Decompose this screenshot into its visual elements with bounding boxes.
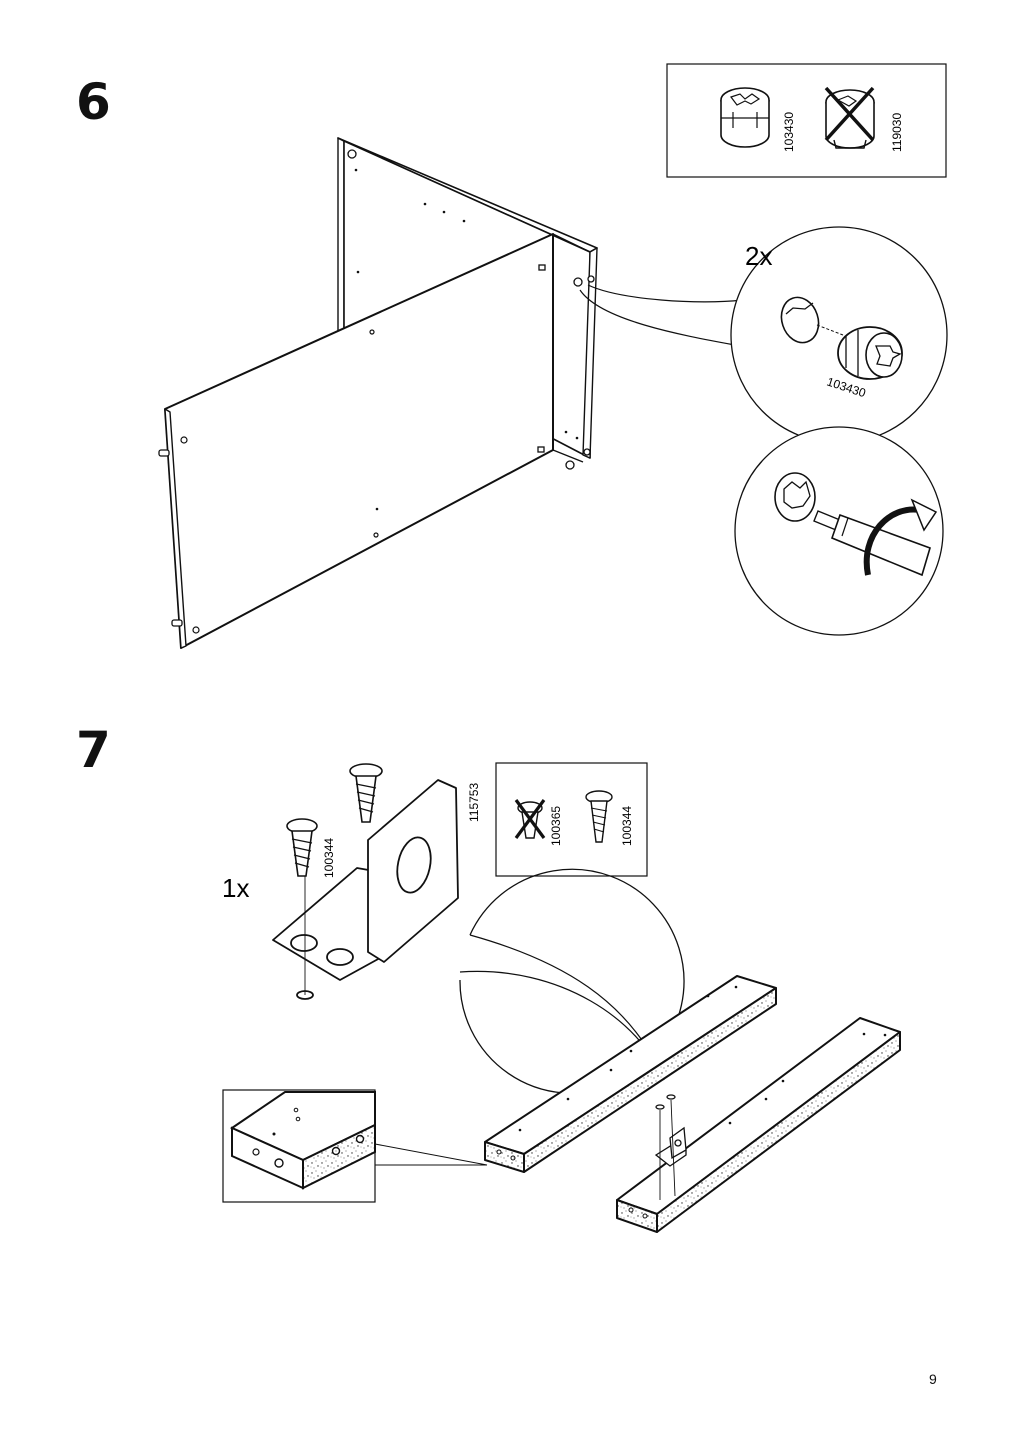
cam-lock-nut-icon (720, 87, 770, 148)
cam-lock-nut-crossed-icon (824, 86, 875, 149)
page-number: 9 (929, 1371, 937, 1387)
part-100344-label: 100344 (620, 806, 634, 846)
screwdriver-turn-icon (774, 472, 938, 577)
step-7-part-box: 100365 100344 (495, 762, 648, 877)
step-6-detail-cam-insert: 2x 103430 (730, 226, 948, 444)
step-6-callout-line (579, 284, 743, 346)
step-6-detail-screwdriver (734, 426, 944, 636)
step-6-quantity: 2x (745, 241, 772, 271)
step-6-part-box: 103430 119030 (666, 63, 947, 178)
screw-crossed-icon (514, 799, 546, 839)
step-7-small-bracket (654, 1094, 687, 1200)
step-7-screw-part-no: 100344 (322, 838, 336, 878)
step-7-beam-end-callout (374, 1143, 488, 1166)
part-100365-label: 100365 (549, 806, 563, 846)
part-119030-label: 119030 (890, 113, 904, 152)
step-7-beams (484, 975, 901, 1233)
part-100344-screw-icon (585, 790, 613, 843)
step-6-number: 6 (76, 73, 111, 131)
step-6-panels (164, 137, 598, 649)
step-7-beam-holes (496, 985, 887, 1219)
screw-icon (286, 763, 383, 877)
part-103430-label: 103430 (782, 112, 796, 152)
step-7-detail-bracket: 1x 115753 100344 (222, 763, 685, 1094)
cam-lock-insert-icon (780, 296, 903, 380)
step-7-quantity: 1x (222, 873, 249, 903)
step-7-number: 7 (76, 721, 111, 779)
step-7-beam-end-detail (222, 1089, 376, 1203)
step-6-dowels (158, 149, 595, 627)
bracket-icon (272, 779, 459, 1000)
step-7-bracket-part-no: 115753 (467, 783, 481, 822)
step-6-panel-holes (180, 168, 579, 634)
